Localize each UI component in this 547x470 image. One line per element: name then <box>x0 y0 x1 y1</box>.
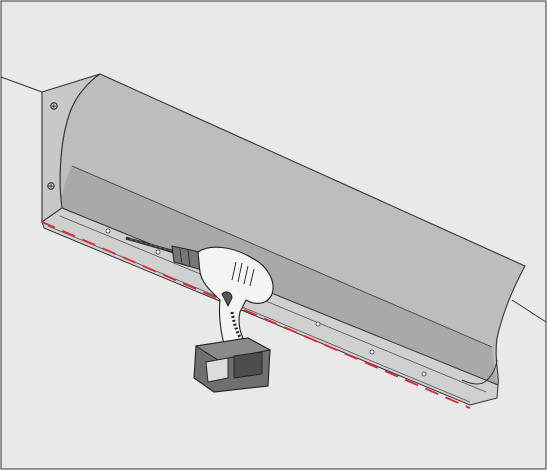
profile-shadow <box>61 166 498 385</box>
profile-fold-line <box>71 165 493 348</box>
screw-icon <box>47 182 55 190</box>
profile-end-cap <box>41 73 101 224</box>
rail-groove <box>59 215 487 393</box>
mounting-rail <box>41 207 499 406</box>
wall-edge-left <box>0 76 43 93</box>
wall-edge-right <box>511 299 547 323</box>
cordless-drill-icon <box>125 236 274 393</box>
rail-groove <box>47 225 471 403</box>
dashed-guide-line <box>41 221 471 409</box>
screw-icon <box>50 102 58 110</box>
rail-end-hook <box>461 359 498 385</box>
